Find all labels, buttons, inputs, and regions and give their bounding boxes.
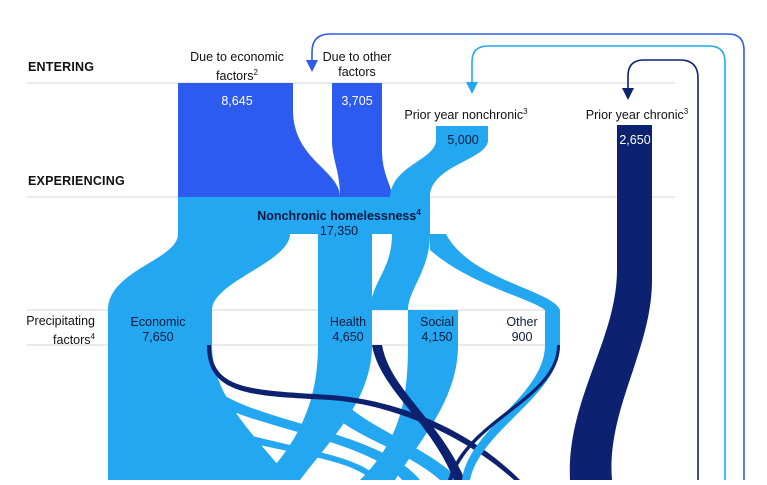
precip-economic-label: Economic [130,315,186,329]
flow-to-social [370,234,430,310]
precip-economic: Economic 7,650 [131,315,186,345]
precipitating-row-label: Precipitating factors4 [20,314,95,348]
flow-economic-entry [178,83,340,197]
precip-economic-value: 7,650 [142,330,174,344]
precip-social-value: 4,150 [421,330,453,344]
flow-other-entry [332,83,392,197]
entering-other-value: 3,705 [341,94,373,108]
return-loop-chronic [627,59,699,480]
entering-economic-line2: factors [216,69,254,83]
precip-social: Social 4,150 [420,315,454,345]
prior-chronic-text: Prior year chronic [585,108,684,122]
experiencing-row-label: EXPERIENCING [28,174,125,188]
nonchronic-label-text: Nonchronic homelessness [257,209,417,223]
flow-other-down [462,345,560,480]
precip-other: Other 900 [506,315,537,345]
flow-prior-chronic [569,125,652,480]
flow-cross-curves [228,430,380,480]
entering-economic-value: 8,645 [221,94,253,108]
precipitating-sup: 4 [90,332,95,341]
precip-other-label: Other [506,315,538,329]
precip-health: Health 4,650 [330,315,366,345]
precip-health-label: Health [329,315,367,329]
entering-other-label: Due to other factors [323,50,392,80]
flow-social-chronic [372,345,465,480]
return-loop-nonchronic [471,45,726,480]
precipitating-line2: factors [53,333,91,347]
return-loop-economic [311,33,745,480]
social-node [408,310,458,345]
entering-row-label: ENTERING [28,60,95,74]
precip-social-label: Social [419,315,455,329]
entering-other-line2: factors [338,65,376,79]
nonchronic-value: 17,350 [319,224,359,238]
health-node [318,310,372,345]
prior-nonchronic-sup: 3 [523,107,528,116]
entering-economic-label: Due to economic factors2 [190,50,284,84]
entering-prior-nonchronic-value: 5,000 [447,133,479,147]
flow-health-branch [325,380,460,480]
economic-node [108,310,212,345]
entering-economic-line1: Due to economic [190,50,284,64]
prior-nonchronic-text: Prior year nonchronic [404,108,524,122]
flow-to-other [430,234,560,310]
entering-economic-sup: 2 [253,68,258,77]
precip-other-value: 900 [511,330,533,344]
nonchronic-label-sup: 4 [416,208,421,217]
entering-prior-nonchronic-label: Prior year nonchronic3 [404,104,527,123]
nonchronic-node-label: Nonchronic homelessness4 17,350 [257,205,421,239]
flow-to-health [318,234,372,310]
precipitating-line1: Precipitating [26,314,95,328]
precip-health-value: 4,650 [332,330,364,344]
return-arrow-nonchronic [466,82,478,94]
other-node [545,310,560,345]
flow-to-economic [108,234,290,310]
entering-prior-chronic-label: Prior year chronic3 [586,104,688,123]
entering-prior-chronic-value: 2,650 [619,133,651,147]
return-arrow-economic [306,60,318,72]
prior-chronic-sup: 3 [683,107,689,116]
flow-prior-nonchronic [390,126,488,197]
entering-other-line1: Due to other [322,50,392,64]
nonchronic-node [178,197,430,234]
return-arrow-chronic [622,88,634,100]
flow-economic-down [108,345,290,480]
